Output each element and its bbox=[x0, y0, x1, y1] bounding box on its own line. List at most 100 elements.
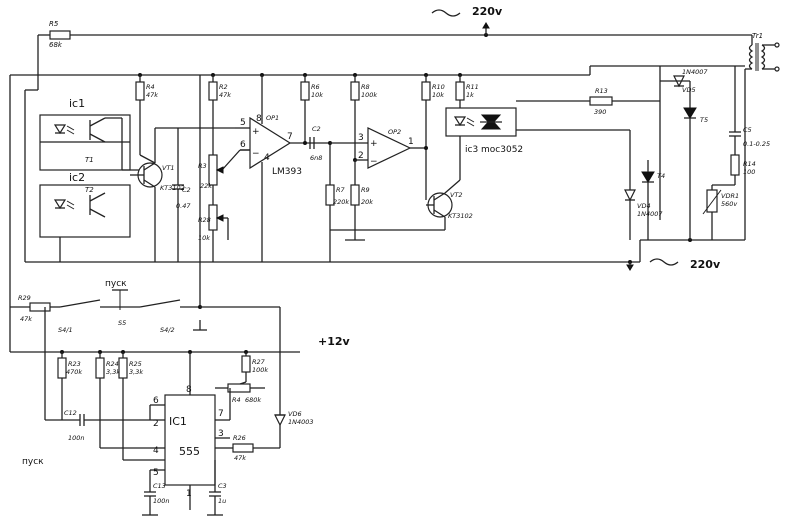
svg-text:1N4007: 1N4007 bbox=[682, 68, 708, 76]
switch-s4: R29 47k пуск S5 S4/1 S4/2 bbox=[10, 75, 207, 334]
svg-text:VT1: VT1 bbox=[162, 164, 175, 172]
supply-label: +12v bbox=[318, 335, 351, 348]
transformer-tr1: Tr1 bbox=[745, 32, 780, 72]
svg-text:C5: C5 bbox=[743, 126, 752, 134]
svg-text:1N4003: 1N4003 bbox=[288, 418, 314, 426]
svg-text:5: 5 bbox=[153, 468, 159, 478]
optocoupler-ic1: ic1 T1 bbox=[39, 97, 131, 171]
svg-text:2: 2 bbox=[153, 419, 159, 429]
svg-text:6: 6 bbox=[240, 140, 246, 150]
svg-text:R23: R23 bbox=[68, 360, 81, 368]
svg-text:2: 2 bbox=[358, 151, 364, 161]
resistor-r10: R10 10k bbox=[421, 75, 445, 200]
capacitor-c12: C12 100n bbox=[64, 409, 150, 442]
svg-text:VT2: VT2 bbox=[450, 191, 463, 199]
diode-vd4: VD4 1N4007 bbox=[624, 189, 663, 240]
svg-text:68k: 68k bbox=[49, 41, 63, 49]
svg-text:R24: R24 bbox=[106, 360, 119, 368]
svg-text:3,3k: 3,3k bbox=[106, 368, 120, 376]
mains-bottom-label: 220v bbox=[690, 258, 721, 271]
svg-text:100n: 100n bbox=[68, 434, 85, 442]
svg-text:10k: 10k bbox=[198, 234, 210, 242]
svg-text:47k: 47k bbox=[234, 454, 246, 462]
svg-text:R29: R29 bbox=[18, 294, 31, 302]
svg-text:T2: T2 bbox=[85, 186, 94, 194]
svg-text:T1: T1 bbox=[85, 156, 94, 164]
thyristor-t4: T4 bbox=[641, 160, 665, 240]
svg-text:−: − bbox=[252, 149, 260, 159]
optocoupler-ic2: ic2 T2 bbox=[39, 118, 140, 262]
svg-text:KT3102: KT3102 bbox=[448, 212, 473, 220]
svg-text:VD6: VD6 bbox=[288, 410, 302, 418]
optotriac-ic3: ic3 moc3052 bbox=[445, 107, 523, 155]
resistor-r7: R7 220k bbox=[325, 141, 368, 262]
svg-text:560v: 560v bbox=[721, 200, 737, 208]
bottom-rail: 220v bbox=[24, 69, 746, 271]
svg-text:680k: 680k bbox=[245, 396, 261, 404]
svg-text:R27: R27 bbox=[252, 358, 266, 366]
resistor-r6: R6 10k bbox=[300, 75, 323, 145]
svg-text:47k: 47k bbox=[20, 315, 32, 323]
svg-text:100: 100 bbox=[743, 168, 755, 176]
svg-text:7: 7 bbox=[218, 409, 224, 419]
svg-text:100n: 100n bbox=[153, 497, 170, 505]
timer-ic1-555: IC1 555 6 2 4 5 8 7 3 1 bbox=[149, 352, 230, 510]
svg-text:1: 1 bbox=[186, 489, 192, 499]
svg-text:R28: R28 bbox=[198, 216, 211, 224]
svg-text:R2: R2 bbox=[219, 83, 228, 91]
svg-text:3: 3 bbox=[218, 429, 224, 439]
svg-text:+: + bbox=[370, 139, 378, 149]
svg-text:ic1: ic1 bbox=[69, 97, 85, 110]
svg-text:100k: 100k bbox=[361, 91, 377, 99]
resistor-r14: R14 100 bbox=[730, 154, 756, 185]
thyristor-t5: T5 bbox=[683, 81, 708, 240]
transistor-vt1: VT1 KT3102 bbox=[130, 154, 185, 262]
svg-text:10k: 10k bbox=[432, 91, 444, 99]
svg-text:1N4007: 1N4007 bbox=[637, 210, 663, 218]
svg-text:Tr1: Tr1 bbox=[752, 32, 763, 40]
svg-text:R7: R7 bbox=[336, 186, 346, 194]
svg-text:C2: C2 bbox=[182, 186, 191, 194]
svg-text:555: 555 bbox=[179, 445, 200, 458]
resistor-r2: R2 47k bbox=[208, 75, 231, 155]
svg-text:R3: R3 bbox=[198, 162, 207, 170]
svg-text:LM393: LM393 bbox=[272, 167, 302, 177]
svg-text:IC1: IC1 bbox=[169, 415, 187, 428]
svg-text:VD4: VD4 bbox=[637, 202, 651, 210]
resistor-r9: R9 20k bbox=[345, 160, 373, 241]
svg-text:C13: C13 bbox=[153, 482, 166, 490]
diode-vd5: 1N4007 VD5 bbox=[589, 65, 745, 220]
svg-text:8: 8 bbox=[256, 114, 262, 124]
svg-text:R13: R13 bbox=[595, 87, 608, 95]
svg-text:10k: 10k bbox=[311, 91, 323, 99]
capacitor-c5: C5 0.1-0.25 bbox=[729, 66, 770, 155]
mains-top-line: 220v bbox=[37, 5, 753, 90]
svg-text:8: 8 bbox=[186, 385, 192, 395]
svg-text:220k: 220k bbox=[333, 198, 349, 206]
svg-text:5: 5 bbox=[240, 118, 246, 128]
capacitor-c3: C3 1u bbox=[207, 460, 227, 516]
svg-text:VDR1: VDR1 bbox=[721, 192, 739, 200]
transistor-vt2: VT2 KT3102 bbox=[330, 179, 473, 231]
svg-text:C3: C3 bbox=[218, 482, 227, 490]
svg-text:S4/1: S4/1 bbox=[58, 326, 73, 334]
svg-text:VD5: VD5 bbox=[682, 86, 696, 94]
svg-text:470k: 470k bbox=[66, 368, 82, 376]
svg-text:6: 6 bbox=[153, 396, 159, 406]
svg-text:T4: T4 bbox=[657, 172, 665, 180]
svg-text:R25: R25 bbox=[129, 360, 142, 368]
svg-text:OP1: OP1 bbox=[266, 114, 279, 122]
svg-text:R10: R10 bbox=[432, 83, 445, 91]
svg-text:+: + bbox=[252, 127, 260, 137]
svg-text:KT3102: KT3102 bbox=[160, 184, 185, 192]
svg-text:20k: 20k bbox=[361, 198, 373, 206]
svg-text:ic2: ic2 bbox=[69, 171, 85, 184]
pusk-left-label: пуск bbox=[22, 457, 44, 467]
svg-text:OP2: OP2 bbox=[388, 128, 401, 136]
capacitor-c2: C2 6n8 bbox=[309, 125, 322, 162]
svg-text:R5: R5 bbox=[49, 20, 59, 28]
svg-text:R9: R9 bbox=[361, 186, 370, 194]
svg-text:4: 4 bbox=[264, 153, 270, 163]
svg-text:22k: 22k bbox=[200, 182, 212, 190]
